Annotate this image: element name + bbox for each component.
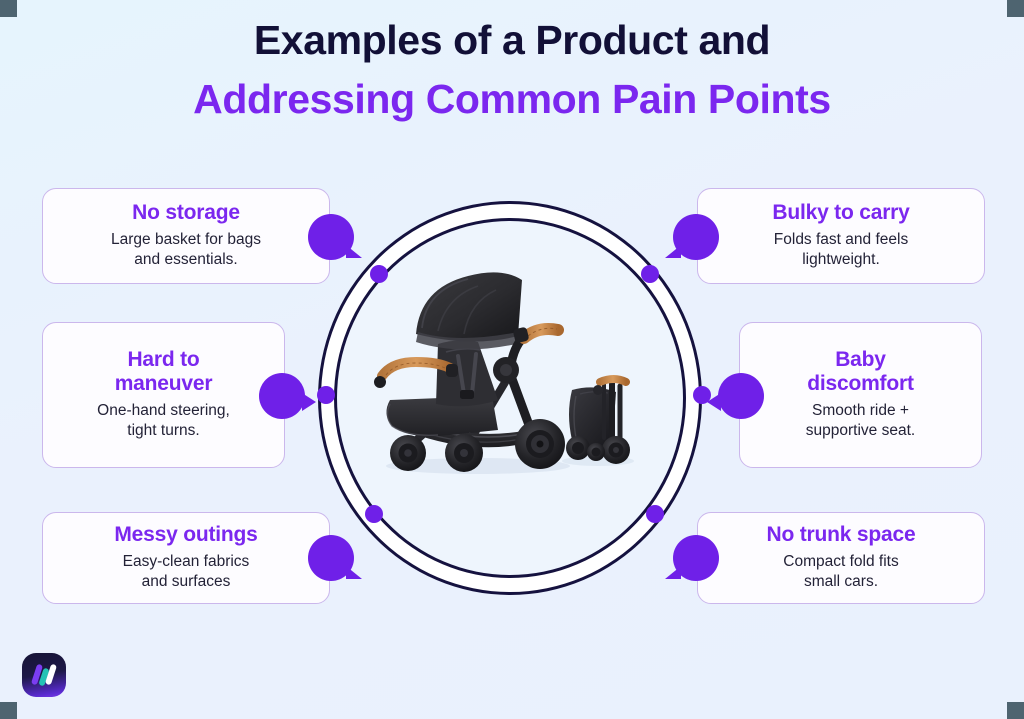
pain-point-card-baby-discomfort[interactable]: Baby discomfort Smooth ride + supportive… [739,322,982,468]
speech-bubble-icon-baby-discomfort [707,373,764,419]
title-line-2: Addressing Common Pain Points [193,76,831,123]
title-line-1: Examples of a Product and [253,17,771,63]
card-body: Folds fast and feels lightweight. [773,230,909,269]
ring-dot-left [317,386,335,404]
pain-point-card-no-storage[interactable]: No storage Large basket for bags and ess… [42,188,330,284]
selection-handle-top-left[interactable] [0,0,17,17]
card-body: Smooth ride + supportive seat. [805,401,916,440]
pain-point-card-hard-to-maneuver[interactable]: Hard to maneuver One-hand steering, tigh… [42,322,285,468]
card-title: Baby discomfort [807,348,914,396]
card-body: Large basket for bags and essentials. [111,230,261,269]
speech-bubble-icon-messy-outings [308,535,362,581]
card-body: One-hand steering, tight turns. [97,401,230,440]
pain-point-card-no-trunk-space[interactable]: No trunk space Compact fold fits small c… [697,512,985,604]
selection-handle-bottom-left[interactable] [0,702,17,719]
ring-dot-top-right [641,265,659,283]
ring-dot-top-left [370,265,388,283]
speech-bubble-icon-no-trunk-space [665,535,719,581]
card-title: Bulky to carry [772,201,910,225]
card-title: Messy outings [114,523,258,547]
ring-dot-bottom-left [365,505,383,523]
card-title: No storage [132,201,240,225]
selection-handle-top-right[interactable] [1007,0,1024,17]
logo-slash-white [44,663,58,686]
card-body: Compact fold fits small cars. [783,552,899,591]
pain-point-card-messy-outings[interactable]: Messy outings Easy-clean fabrics and sur… [42,512,330,604]
product-circle [312,196,711,602]
page-title: Examples of a Product and Addressing Com… [0,16,1024,124]
ring-dot-right [693,386,711,404]
stroller-illustration [360,248,660,548]
card-body: Easy-clean fabrics and surfaces [122,552,250,591]
speech-bubble-icon-hard-to-maneuver [259,373,316,419]
ring-dot-bottom-right [646,505,664,523]
speech-bubble-icon-no-storage [308,214,362,260]
card-title: Hard to maneuver [114,348,213,396]
selection-handle-bottom-right[interactable] [1007,702,1024,719]
card-title: No trunk space [766,523,916,547]
brand-logo-icon [22,653,66,697]
speech-bubble-icon-bulky-to-carry [665,214,719,260]
pain-point-card-bulky-to-carry[interactable]: Bulky to carry Folds fast and feels ligh… [697,188,985,284]
